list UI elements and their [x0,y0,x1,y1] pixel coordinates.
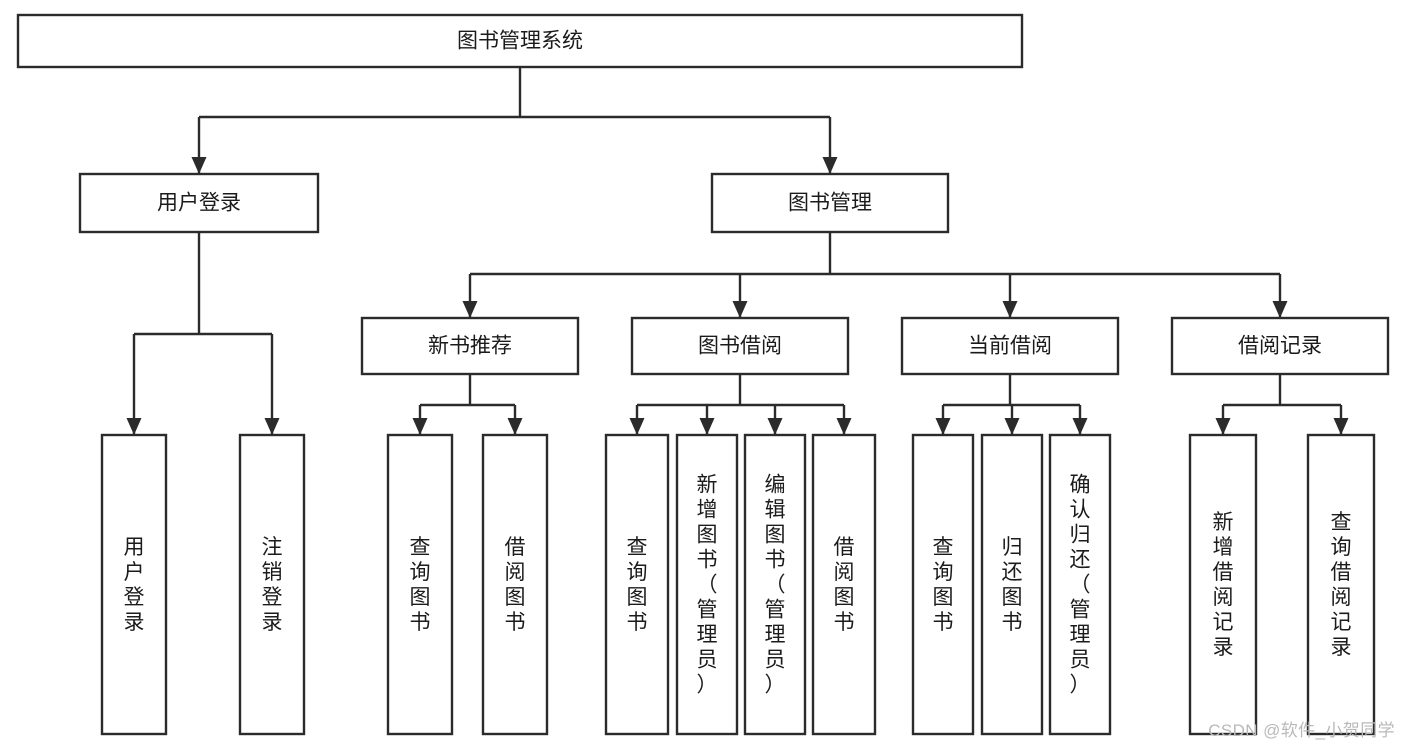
node-leaf_8[interactable]: 查询图书 [911,433,975,736]
arrow-head-icon [264,418,280,435]
node-label: 查询图书 [627,536,648,634]
node-layer: 图书管理系统用户登录图书管理新书推荐图书借阅当前借阅借阅记录用户登录注销登录查询… [16,13,1390,736]
node-leaf_2[interactable]: 查询图书 [386,433,454,736]
node-leaf_1[interactable]: 注销登录 [238,433,306,736]
arrow-head-icon [1004,418,1020,435]
connector-layer [126,67,1349,435]
arrow-head-icon [822,157,838,174]
node-root[interactable]: 图书管理系统 [16,13,1024,69]
node-label: 图书管理 [788,192,872,215]
arrow-head-icon [629,418,645,435]
arrow-head-icon [126,418,142,435]
node-box [16,13,1024,69]
node-l1_1[interactable]: 图书管理 [710,172,950,234]
node-box [900,316,1120,376]
arrow-head-icon [699,418,715,435]
arrow-head-icon [767,418,783,435]
node-box [481,433,549,736]
node-l1_0[interactable]: 用户登录 [78,172,320,234]
node-box [1306,433,1376,736]
arrow-head-icon [191,157,207,174]
node-box [1170,316,1390,376]
node-box [1048,433,1112,736]
node-l2_0[interactable]: 新书推荐 [360,316,580,376]
node-label: 用户登录 [124,536,145,634]
arrow-head-icon [412,418,428,435]
node-label: 用户登录 [157,192,241,215]
node-box [360,316,580,376]
node-leaf_11[interactable]: 新增借阅记录 [1188,433,1258,736]
arrow-head-icon [1333,418,1349,435]
node-label: 确认归还（管理员） [1070,474,1091,697]
node-leaf_3[interactable]: 借阅图书 [481,433,549,736]
node-box [743,433,807,736]
arrow-head-icon [507,418,523,435]
node-label: 注销登录 [262,536,283,634]
node-leaf_9[interactable]: 归还图书 [980,433,1044,736]
node-box [386,433,454,736]
node-box [675,433,739,736]
node-label: 新增图书（管理员） [697,474,718,697]
node-label: 归还图书 [1002,536,1023,634]
node-leaf_12[interactable]: 查询借阅记录 [1306,433,1376,736]
node-leaf_6[interactable]: 编辑图书（管理员） [743,433,807,736]
node-label: 当前借阅 [968,335,1052,358]
node-l2_1[interactable]: 图书借阅 [630,316,850,376]
arrow-head-icon [462,301,478,318]
node-label: 图书借阅 [698,335,782,358]
node-box [911,433,975,736]
node-box [100,433,168,736]
arrow-head-icon [1002,301,1018,318]
node-label: 查询借阅记录 [1331,511,1352,659]
node-box [980,433,1044,736]
node-leaf_0[interactable]: 用户登录 [100,433,168,736]
node-label: 借阅图书 [505,536,526,634]
node-box [630,316,850,376]
node-leaf_7[interactable]: 借阅图书 [811,433,877,736]
node-leaf_10[interactable]: 确认归还（管理员） [1048,433,1112,736]
node-l2_2[interactable]: 当前借阅 [900,316,1120,376]
node-label: 图书管理系统 [457,30,583,53]
arrow-head-icon [1215,418,1231,435]
arrow-head-icon [836,418,852,435]
node-leaf_5[interactable]: 新增图书（管理员） [675,433,739,736]
node-leaf_4[interactable]: 查询图书 [604,433,670,736]
arrow-head-icon [732,301,748,318]
node-box [78,172,320,234]
arrow-head-icon [1072,418,1088,435]
node-box [238,433,306,736]
node-l2_3[interactable]: 借阅记录 [1170,316,1390,376]
arrow-head-icon [1272,301,1288,318]
node-label: 借阅记录 [1238,335,1322,358]
node-label: 新书推荐 [428,335,512,358]
node-box [604,433,670,736]
node-label: 新增借阅记录 [1213,511,1234,659]
arrow-head-icon [935,418,951,435]
node-box [811,433,877,736]
node-box [710,172,950,234]
node-label: 查询图书 [410,536,431,634]
node-box [1188,433,1258,736]
node-label: 借阅图书 [834,536,855,634]
node-label: 编辑图书（管理员） [765,474,786,697]
node-label: 查询图书 [933,536,954,634]
